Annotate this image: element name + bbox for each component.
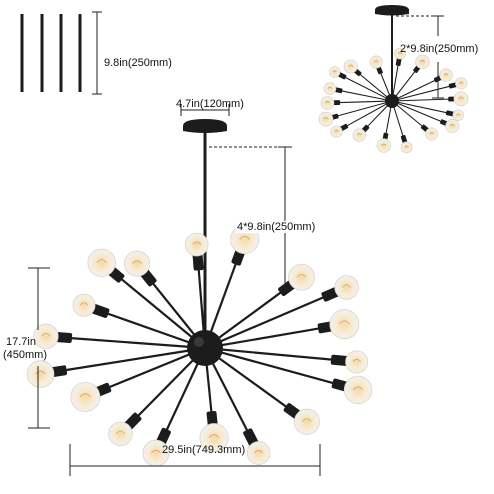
arm-with-bulb [184,232,209,349]
bulb [439,68,453,82]
rod-length-dimension [92,11,102,95]
arm-with-bulb [318,100,393,127]
arm-with-bulb [391,100,460,134]
arm-with-bulb [391,100,439,141]
socket [192,252,204,271]
extension-rods [20,14,82,92]
arm-with-bulb [108,347,206,447]
bulb [293,408,320,435]
short-rod-dimension [396,15,444,99]
arm-with-bulb [391,91,469,107]
bulb [72,293,96,317]
bulb [329,309,360,340]
bulb [400,141,413,154]
arm-with-bulb [87,248,206,349]
bulb [108,421,133,447]
arm-with-bulb [391,100,464,121]
ceiling-canopy [183,119,227,133]
bulb [452,109,464,121]
bulb [343,59,358,74]
bulb [246,441,271,465]
arm-with-bulb [369,55,393,102]
bulb [199,423,229,453]
reference-chandelier [318,5,469,154]
height-mm-label: (450mm) [3,349,48,361]
arm-with-bulb [204,346,369,374]
bulb [376,138,392,153]
bulb [445,119,460,134]
bulb [334,275,359,300]
canopy-width-label: 4.7in(120mm) [176,98,244,110]
bulb [425,127,439,141]
main-rod-dimension [209,146,292,291]
arm-with-bulb [204,346,373,405]
arm-with-bulb [323,82,393,102]
bulb [318,111,334,127]
bulb [184,232,209,257]
bulb [26,360,55,388]
arm-with-bulb [204,275,359,350]
bulb [323,82,337,95]
arm-with-bulb [33,323,206,350]
canopy-width-dimension [180,104,230,116]
bulb [320,96,335,110]
height-dimension [28,267,50,429]
arm-with-bulb [320,96,393,110]
bulb [345,350,369,374]
bulb [288,263,315,291]
short-rods-label: 2*9.8in(250mm) [400,43,479,55]
arm-with-bulb [391,68,453,102]
bulb [394,47,406,60]
width-dimension [69,444,321,476]
arm-with-bulb [328,66,393,102]
arm-with-bulb [343,59,393,102]
bulb [87,248,116,277]
arm-with-bulb [70,346,206,412]
main-rods-label: 4*9.8in(250mm) [236,221,317,233]
arm-with-bulb [330,100,393,138]
bulb [369,55,383,69]
width-label: 29.5in(749.3mm) [162,444,246,456]
arm-with-bulb [204,309,360,350]
bulb [330,125,343,138]
bulb [455,77,468,90]
bulb [352,128,366,142]
arm-with-bulb [391,47,406,102]
center-hub [187,330,223,366]
arm-with-bulb [26,346,206,388]
bulb [415,54,430,70]
height-in-label: 17.7in [6,336,36,348]
bulb [70,381,101,412]
rod-length-label: 9.8in(250mm) [104,57,172,69]
socket [330,354,350,366]
bulb [343,375,373,405]
bulb [328,66,341,78]
bulb [33,323,59,349]
arm-with-bulb [376,100,393,153]
bulb [453,91,469,107]
bulb [124,250,151,277]
arm-with-bulb [352,100,393,142]
arm-with-bulb [391,77,468,102]
arm-with-bulb [204,347,320,435]
main-chandelier [26,119,373,467]
